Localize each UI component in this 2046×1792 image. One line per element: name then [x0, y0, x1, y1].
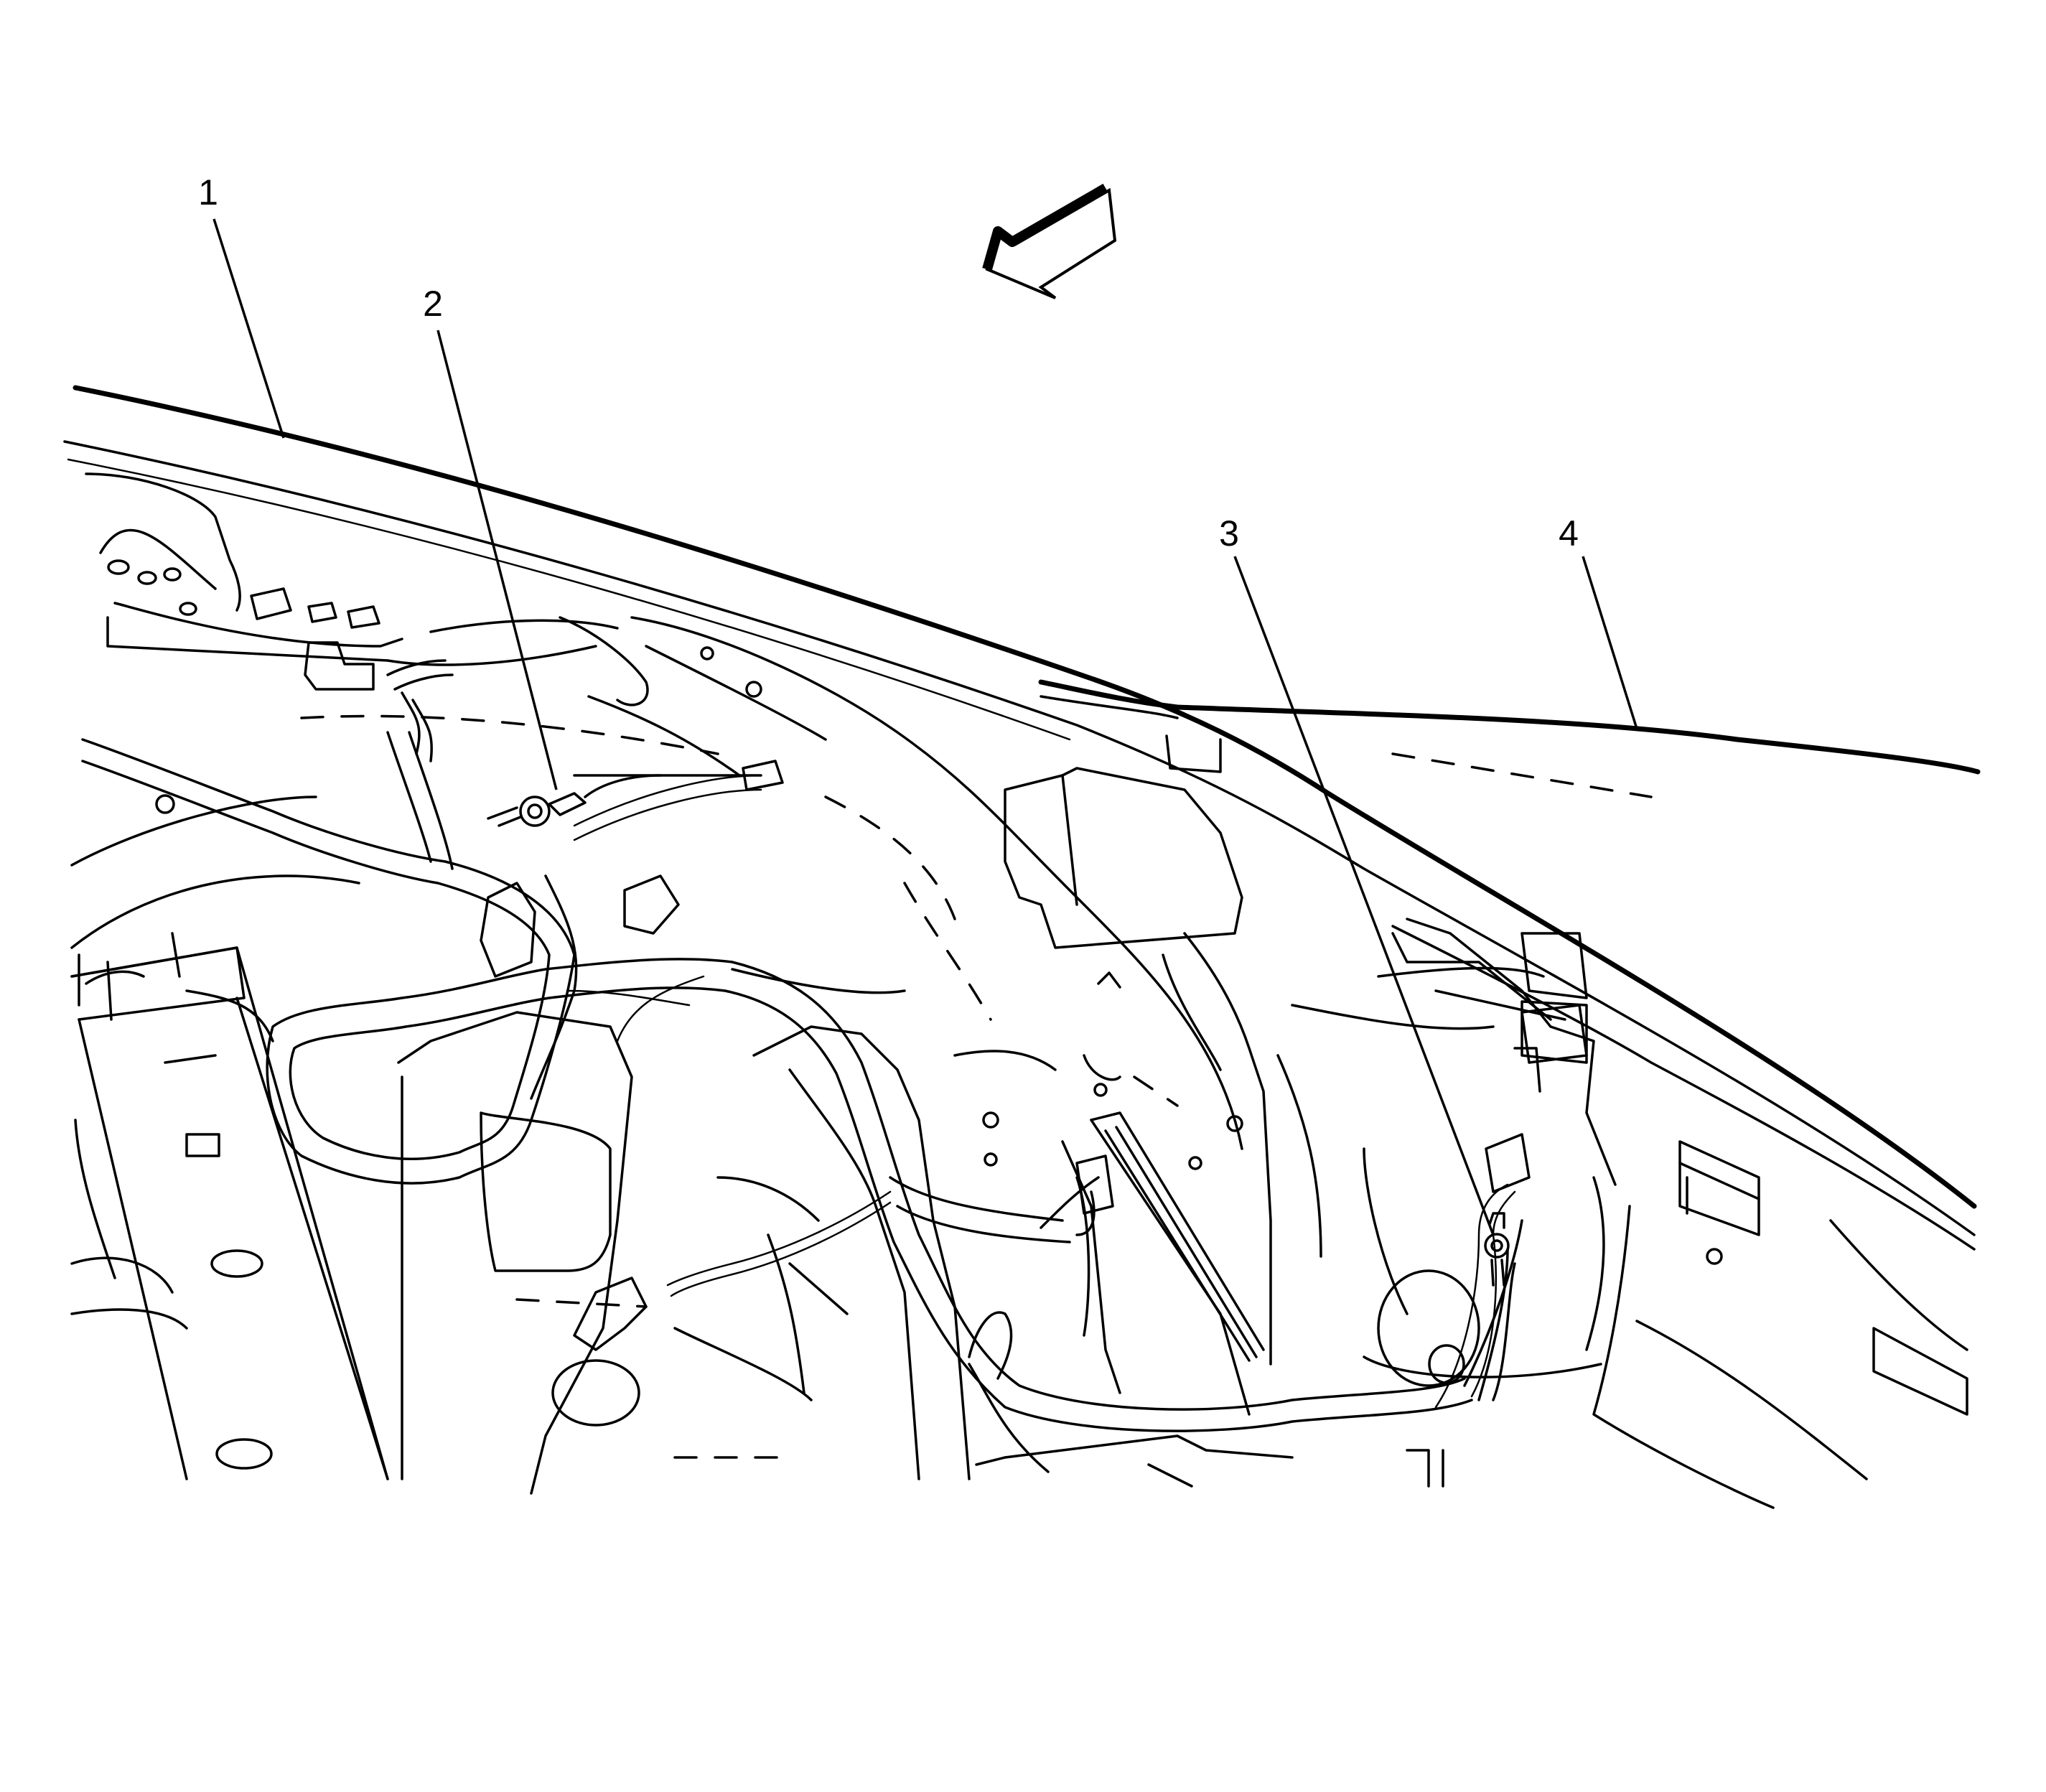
callout-2: 2 [423, 284, 443, 324]
callout-labels: 1 2 3 4 [198, 172, 1579, 554]
callout-3: 3 [1219, 513, 1239, 554]
callout-4: 4 [1559, 513, 1579, 554]
fender-apron [1377, 925, 1976, 1509]
ground-terminal-3 [1484, 1212, 1510, 1287]
connectors [304, 641, 1531, 1351]
direction-arrow-icon [982, 183, 1117, 299]
callout-1: 1 [198, 172, 218, 213]
center-structure [397, 971, 1444, 1495]
radiator-support [70, 794, 389, 1480]
ground-terminal-2 [487, 774, 662, 827]
wiring-harness [81, 659, 1523, 1432]
fender-outline [63, 385, 1981, 1236]
dash-panel [85, 472, 1653, 1170]
fuse-block [1004, 767, 1617, 1387]
callout-leaders [212, 218, 1638, 1236]
